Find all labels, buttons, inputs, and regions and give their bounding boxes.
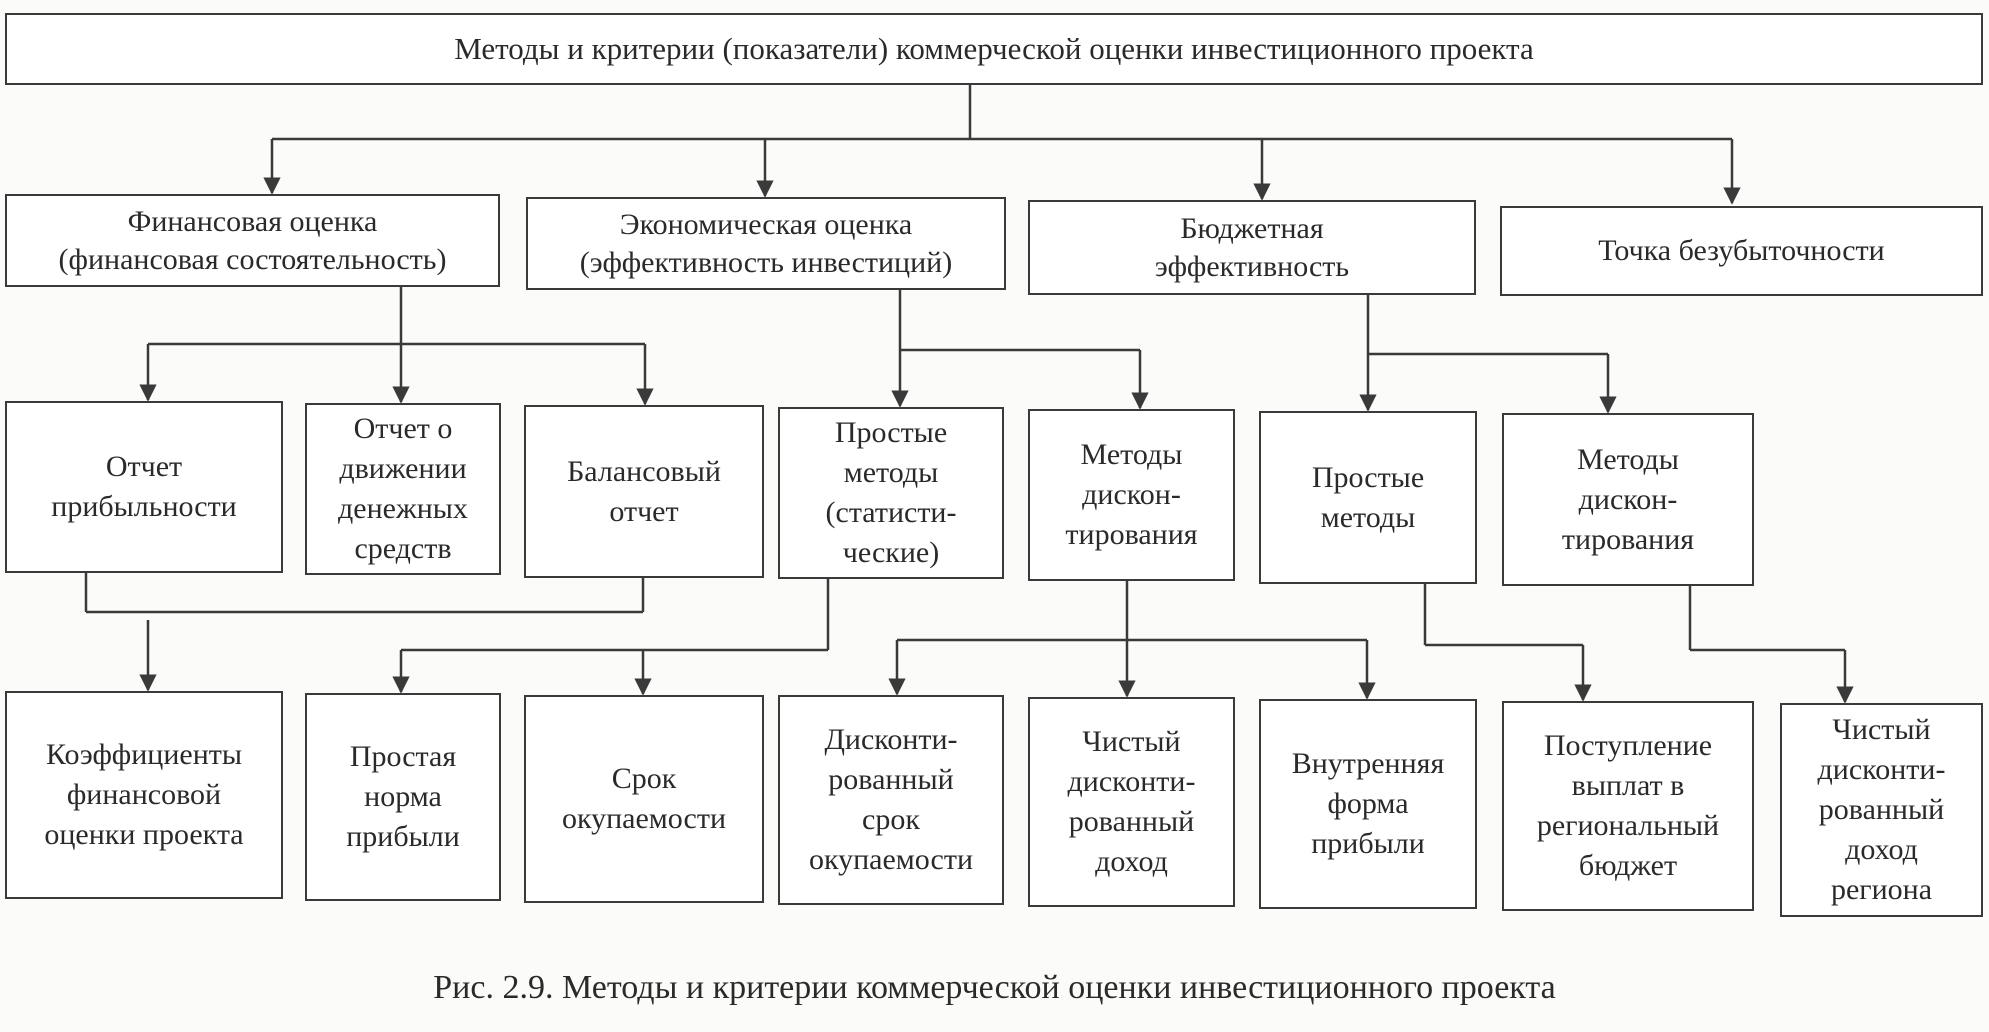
regional-net-present-value-label: Чистый дисконти- рованный доход региона — [1817, 713, 1946, 906]
connector-reports-to-coefficients — [84, 573, 645, 692]
financial-coefficients-box: Коэффициенты финансовой оценки проекта — [5, 691, 283, 899]
regional-budget-payments-label: Поступление выплат в региональный бюджет — [1536, 729, 1720, 882]
profitability-report-box: Отчет прибыльности — [5, 401, 283, 573]
financial-coefficients-label: Коэффициенты финансовой оценки проекта — [44, 738, 244, 851]
profitability-report-label: Отчет прибыльности — [51, 450, 237, 523]
internal-rate-label: Внутренняя форма прибыли — [1291, 747, 1445, 860]
simple-statistical-methods-box: Простые методы (статисти- ческие) — [778, 407, 1004, 579]
cash-flow-report-box: Отчет о движении денежных средств — [305, 403, 501, 575]
discounting-methods-label: Методы дискон- тирования — [1065, 438, 1198, 551]
connector-budget-discount-to-regional — [1688, 586, 1854, 704]
root-label: Методы и критерии (показатели) коммерчес… — [454, 31, 1534, 66]
discounted-payback-label: Дисконти- рованный срок окупаемости — [808, 723, 974, 876]
financial-evaluation-box: Финансовая оценка (финансовая состоятель… — [5, 194, 500, 287]
regional-budget-payments-box: Поступление выплат в региональный бюджет — [1502, 701, 1754, 911]
net-present-value-label: Чистый дисконти- рованный доход — [1067, 725, 1196, 878]
internal-rate-box: Внутренняя форма прибыли — [1259, 699, 1477, 909]
simple-rate-of-return-label: Простая норма прибыли — [346, 740, 460, 853]
figure-caption: Рис. 2.9. Методы и критерии коммерческой… — [433, 969, 1556, 1006]
connector-root-to-level1 — [263, 84, 1741, 205]
simple-rate-of-return-box: Простая норма прибыли — [305, 693, 501, 901]
regional-net-present-value-box: Чистый дисконти- рованный доход региона — [1780, 703, 1983, 917]
discounting-methods-box: Методы дискон- тирования — [1028, 409, 1235, 581]
budget-simple-methods-box: Простые методы — [1259, 411, 1477, 584]
budget-simple-methods-label: Простые методы — [1311, 460, 1425, 534]
breakeven-point-box: Точка безубыточности — [1500, 206, 1983, 296]
connector-simple-methods-to-outputs — [392, 579, 830, 696]
budget-efficiency-box: Бюджетная эффективность — [1028, 200, 1476, 295]
connector-discount-methods-to-outputs — [888, 581, 1376, 700]
economic-evaluation-box: Экономическая оценка (эффективность инве… — [526, 197, 1006, 290]
root-box: Методы и критерии (показатели) коммерчес… — [5, 13, 1983, 85]
discounted-payback-box: Дисконти- рованный срок окупаемости — [778, 695, 1004, 905]
payback-period-label: Срок окупаемости — [561, 762, 727, 835]
payback-period-box: Срок окупаемости — [524, 695, 764, 903]
budget-efficiency-label: Бюджетная эффективность — [1154, 211, 1350, 283]
connector-financial-to-reports — [139, 286, 654, 406]
economic-evaluation-label: Экономическая оценка (эффективность инве… — [579, 207, 953, 279]
cash-flow-report-label: Отчет о движении денежных средств — [338, 412, 468, 565]
breakeven-point-label: Точка безубыточности — [1598, 234, 1885, 267]
connector-economic-to-methods — [891, 289, 1149, 410]
balance-sheet-label: Балансовый отчет — [567, 454, 721, 528]
connector-budget-to-methods — [1359, 294, 1617, 414]
budget-discounting-methods-label: Методы дискон- тирования — [1561, 442, 1695, 556]
financial-evaluation-label: Финансовая оценка (финансовая состоятель… — [58, 204, 447, 276]
budget-discounting-methods-box: Методы дискон- тирования — [1502, 413, 1754, 586]
simple-statistical-methods-label: Простые методы (статисти- ческие) — [825, 416, 957, 569]
connector-budget-simple-to-payments — [1423, 584, 1592, 702]
balance-sheet-box: Балансовый отчет — [524, 405, 764, 578]
net-present-value-box: Чистый дисконти- рованный доход — [1028, 697, 1235, 907]
